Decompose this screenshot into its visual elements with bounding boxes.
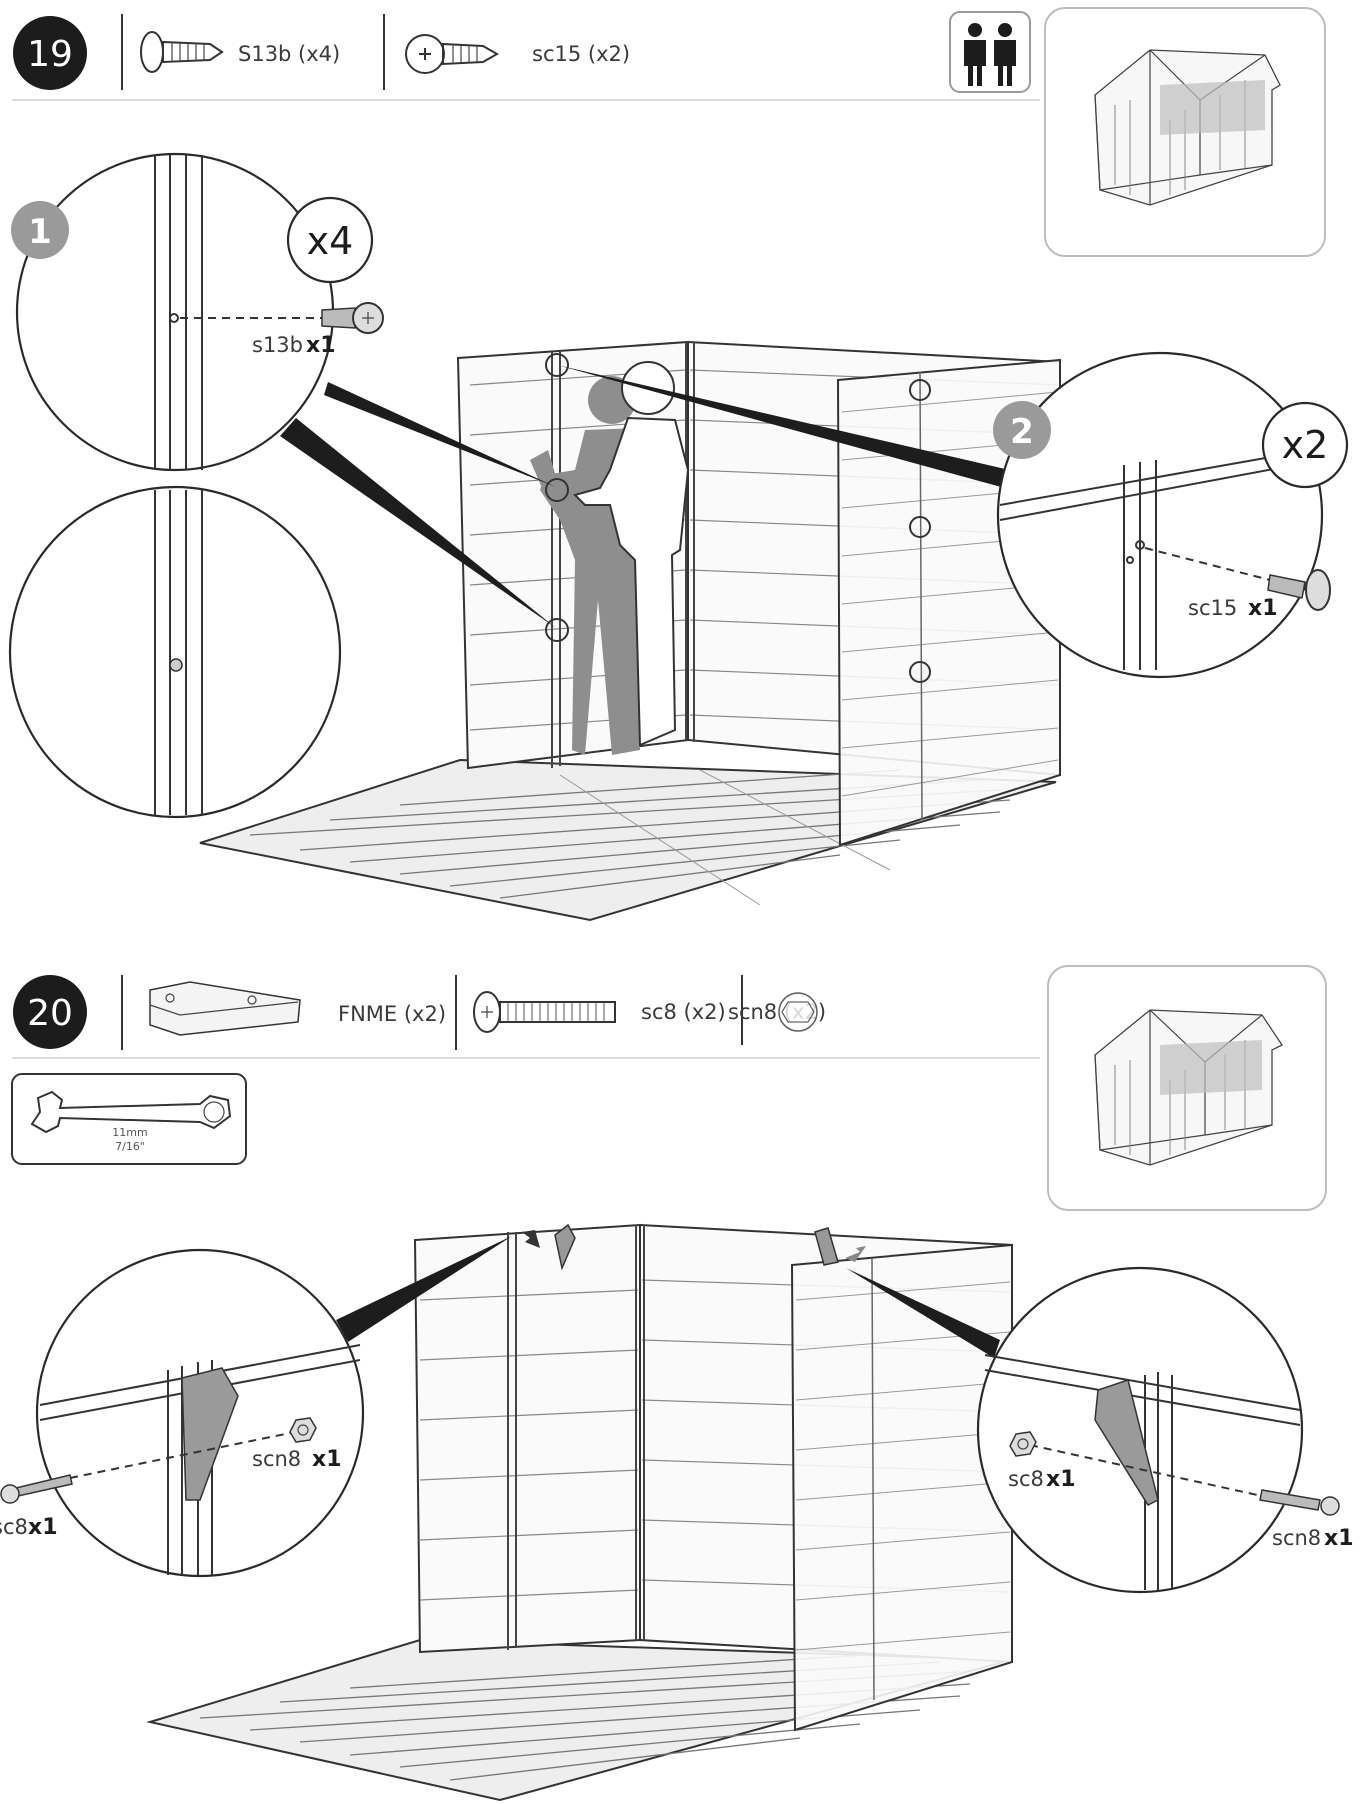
part-label-sc8: sc8 (x2)	[641, 1000, 726, 1024]
multiplier-x4-bubble	[286, 196, 374, 284]
part-label-s13b: S13b (x4)	[238, 42, 340, 66]
part-label-fnme: FNME (x2)	[338, 1002, 446, 1026]
bracket-icon	[149, 981, 301, 1036]
pan-head-screw-icon	[140, 31, 224, 73]
step-19-detail-1-result-lens	[8, 485, 342, 819]
wrench-size-imperial: 7/16"	[115, 1140, 145, 1153]
long-bolt-icon	[473, 991, 616, 1033]
svg-text:x2: x2	[1282, 423, 1329, 467]
wrench-size-metric: 11mm	[112, 1126, 147, 1139]
multiplier-x2-bubble	[1261, 401, 1349, 489]
fnme-bracket-right	[814, 1227, 866, 1266]
detail-left-bolt-label: sc8	[0, 1515, 28, 1539]
scn8-bolt-right-icon	[1259, 1489, 1340, 1516]
detail-2-badge	[993, 401, 1051, 459]
step-19-detail-2-lens: 2 x2 sc15 x1	[993, 351, 1349, 679]
scn8-nut-left-icon	[289, 1417, 317, 1443]
step-20-overview-thumbnail	[1047, 965, 1327, 1211]
detail-left-bolt-qty: x1	[28, 1515, 58, 1540]
step-19-shed-illustration	[199, 340, 1061, 922]
detail-1-badge	[11, 201, 69, 259]
svg-text:1: 1	[28, 212, 52, 252]
svg-text:x4: x4	[307, 219, 354, 263]
detail-left-nut-qty: x1	[312, 1447, 342, 1472]
nut-icon	[778, 992, 818, 1032]
step-20-detail-left-lens: scn8 x1 sc8 x1	[0, 1248, 365, 1578]
step-number-badge	[13, 975, 87, 1049]
s13b-screw-icon	[321, 302, 384, 334]
step-20-header: 20 FNME (x2) sc8 (x2) scn8 (x2)	[11, 975, 1040, 1165]
sc8-bolt-left-icon	[0, 1474, 73, 1504]
step-19-overview-thumbnail	[1044, 7, 1326, 257]
detail-2-part-label: sc15	[1188, 596, 1237, 620]
fnme-bracket-left	[522, 1223, 576, 1271]
detail-right-nut-label: sc8	[1008, 1467, 1044, 1491]
detail-2-qty: x1	[1248, 596, 1278, 621]
sc15-screw-icon	[1267, 569, 1331, 611]
step-number-badge	[13, 16, 87, 90]
step-number: 19	[27, 34, 73, 75]
step-20-detail-right-lens: sc8 x1 scn8 x1	[976, 1266, 1354, 1594]
detail-left-nut-label: scn8	[252, 1447, 301, 1471]
part-label-sc15: sc15 (x2)	[532, 42, 630, 66]
step-number: 20	[27, 993, 73, 1034]
sc8-nut-right-icon	[1009, 1431, 1037, 1457]
detail-right-bolt-label: scn8	[1272, 1526, 1321, 1550]
step-20-shed-illustration	[146, 1223, 1013, 1802]
detail-1-qty: x1	[306, 333, 336, 358]
detail-right-nut-qty: x1	[1046, 1467, 1076, 1492]
step-19-detail-1-lens: 1 x4 s13b x1	[11, 152, 384, 472]
detail-1-part-label: s13b	[252, 333, 303, 357]
wrench-icon: 11mm 7/16"	[11, 1073, 247, 1165]
svg-text:2: 2	[1010, 412, 1034, 452]
two-persons-icon	[949, 11, 1031, 93]
flat-head-screw-icon	[405, 34, 500, 74]
step-19-header: 19 S13b (x4) sc15 (x2)	[12, 11, 1040, 101]
detail-right-bolt-qty: x1	[1324, 1526, 1354, 1551]
